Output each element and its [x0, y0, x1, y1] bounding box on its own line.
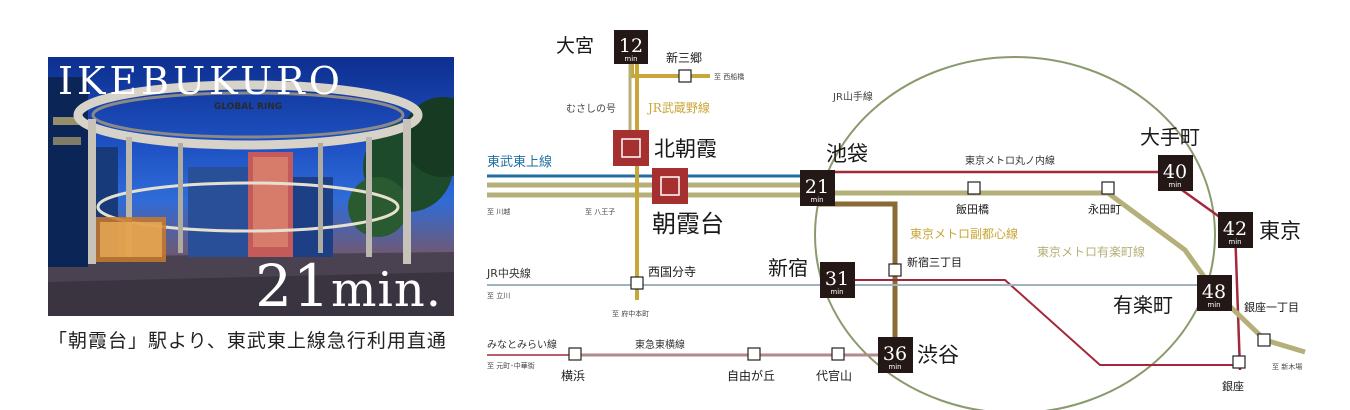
station-ginza: 銀座	[1222, 379, 1244, 393]
badge-omiya-value: 12	[619, 35, 643, 57]
station-shin-misato: 新三郷	[666, 50, 702, 65]
station-nagatacho: 永田町	[1088, 202, 1121, 216]
badge-omiya: 12 min	[614, 30, 648, 64]
hub-asakadai	[652, 168, 688, 204]
station-ginza-itchome-marker	[1258, 334, 1270, 346]
station-ikebukuro: 池袋	[826, 142, 868, 166]
station-shibuya: 渋谷	[917, 343, 959, 367]
badge-shibuya-value: 36	[883, 343, 907, 365]
label-jr-chuo: JR中央線	[486, 266, 531, 280]
label-yurakucho: 東京メトロ有楽町線	[1037, 244, 1145, 259]
badge-shinjuku-unit: min	[830, 288, 843, 296]
badge-yurakucho-value: 48	[1202, 281, 1226, 303]
station-nagatacho-marker	[1102, 182, 1114, 194]
station-ginza-itchome: 銀座一丁目	[1244, 300, 1299, 314]
station-yurakucho: 有楽町	[1113, 293, 1173, 317]
dir-hachioji: 至 八王子	[585, 208, 615, 216]
badge-shibuya: 36 min	[878, 337, 913, 373]
station-kita-asaka: 北朝霞	[654, 137, 717, 161]
station-jiyugaoka: 自由が丘	[727, 368, 775, 383]
station-shinjuku: 新宿	[768, 256, 808, 280]
dir-motomachi: 至 元町･中華街	[487, 361, 535, 370]
badge-shinjuku-value: 31	[825, 268, 849, 290]
dir-kawagoe: 至 川越	[487, 207, 510, 216]
badge-omiya-unit: min	[624, 55, 637, 63]
badge-shibuya-unit: min	[888, 363, 901, 371]
label-jr-yamanote: JR山手線	[832, 90, 873, 103]
dir-tachikawa: 至 立川	[487, 291, 510, 300]
station-otemachi: 大手町	[1140, 125, 1200, 149]
badge-ikebukuro-unit: min	[810, 196, 823, 204]
badge-ikebukuro-value: 21	[805, 176, 829, 198]
badge-otemachi-unit: min	[1168, 181, 1181, 189]
label-toyoko: 東急東横線	[635, 338, 685, 351]
station-nishi-kokubunji: 西国分寺	[648, 265, 696, 279]
label-minatomirai: みなとみらい線	[487, 338, 557, 351]
dir-fuchu-hommachi: 至 府中本町	[612, 309, 649, 318]
hub-kita-asaka	[613, 130, 649, 166]
label-fukutoshin: 東京メトロ副都心線	[910, 226, 1018, 241]
station-omiya: 大宮	[556, 35, 594, 57]
badge-yurakucho: 48 min	[1197, 275, 1232, 311]
badge-ikebukuro: 21 min	[800, 170, 835, 206]
station-ginza-marker	[1233, 356, 1245, 368]
label-musashino-go: むさしの号	[566, 103, 616, 115]
station-shinjuku-sanchome: 新宿三丁目	[907, 255, 962, 269]
station-daikanyama-marker	[832, 348, 844, 360]
dir-shin-kiba: 至 新木場	[1272, 362, 1302, 371]
station-shin-misato-marker	[679, 70, 691, 82]
label-jr-musashino: JR武蔵野線	[646, 100, 710, 115]
station-shinjuku-sanchome-marker	[889, 264, 901, 276]
station-iidabashi: 飯田橋	[956, 202, 989, 216]
badge-otemachi-value: 40	[1163, 161, 1187, 183]
station-yokohama: 横浜	[561, 369, 585, 383]
station-jiyugaoka-marker	[748, 348, 760, 360]
badge-tokyo: 42 min	[1218, 212, 1253, 248]
badge-otemachi: 40 min	[1158, 155, 1193, 191]
station-iidabashi-marker	[968, 182, 980, 194]
badge-yurakucho-unit: min	[1207, 301, 1220, 309]
station-daikanyama: 代官山	[816, 368, 852, 383]
badge-tokyo-unit: min	[1228, 238, 1241, 246]
station-nishi-kokubunji-marker	[631, 277, 643, 289]
station-tokyo: 東京	[1259, 219, 1301, 243]
station-yokohama-marker	[569, 348, 581, 360]
station-asakadai: 朝霞台	[652, 210, 724, 238]
label-marunouchi: 東京メトロ丸ノ内線	[965, 154, 1055, 167]
badge-shinjuku: 31 min	[820, 262, 855, 298]
label-tobu-tojo: 東武東上線	[487, 154, 552, 170]
badge-tokyo-value: 42	[1223, 218, 1247, 240]
dir-nishi-funabashi: 至 西船橋	[714, 72, 744, 81]
